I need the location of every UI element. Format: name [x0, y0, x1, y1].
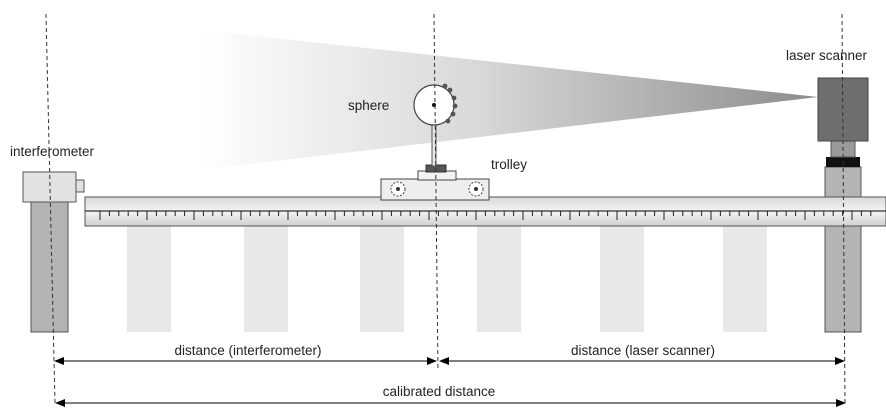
label-sphere: sphere	[348, 98, 389, 113]
laser-scanner-device	[817, 77, 869, 333]
sphere	[413, 83, 458, 167]
trolley	[380, 164, 490, 201]
label-laser-scanner: laser scanner	[786, 48, 868, 63]
label-distance-laser-scanner: distance (laser scanner)	[571, 343, 715, 358]
rail-supports	[127, 226, 767, 332]
label-interferometer: interferometer	[10, 144, 95, 159]
interferometer-device	[22, 171, 85, 333]
label-distance-interferometer: distance (interferometer)	[174, 343, 321, 358]
rail	[84, 196, 886, 227]
laser-beam	[200, 30, 818, 170]
label-calibrated-distance: calibrated distance	[383, 384, 496, 399]
reference-lines	[45, 13, 846, 404]
label-trolley: trolley	[491, 157, 527, 172]
